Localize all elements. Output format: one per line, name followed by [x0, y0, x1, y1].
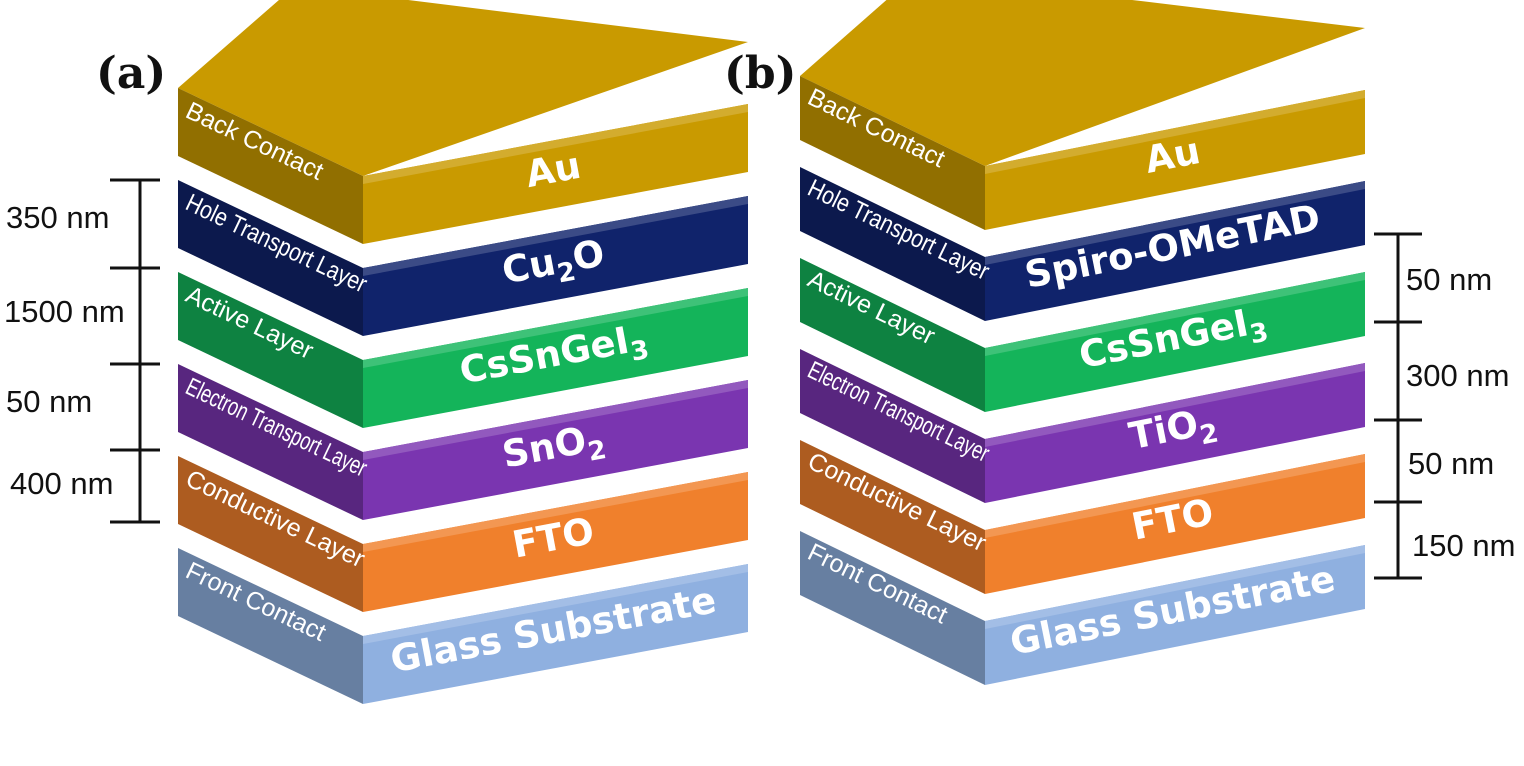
panel-b-thickness-bracket — [1374, 232, 1422, 580]
layer-edge-highlight — [363, 380, 748, 460]
layer-side-face — [800, 440, 985, 594]
layer-edge-highlight — [363, 472, 748, 552]
panel-b-thickness-3: 50 nm — [1408, 446, 1494, 481]
layer-side-face — [800, 167, 985, 321]
layer-edge-highlight — [985, 454, 1365, 538]
layer-front-face — [985, 545, 1365, 685]
layer-side-face — [178, 548, 363, 704]
panel-a-thickness-2: 1500 nm — [4, 294, 125, 329]
layer-edge-highlight — [985, 90, 1365, 174]
layer-front-face — [363, 380, 748, 520]
layer-edge-highlight — [985, 272, 1365, 356]
layer-edge-highlight — [985, 363, 1365, 447]
layer-front-face — [985, 454, 1365, 594]
layer-side-face — [178, 180, 363, 336]
layer-edge-highlight — [363, 196, 748, 276]
layer-front-face — [985, 363, 1365, 503]
layer-front-face — [985, 90, 1365, 230]
panel-a-thickness-3: 50 nm — [6, 384, 92, 419]
layer-front-face — [363, 104, 748, 244]
layer-material-label: Au — [1141, 129, 1203, 182]
layer-front-face — [363, 288, 748, 428]
layer-front-face — [985, 272, 1365, 412]
layer-side-face — [800, 531, 985, 685]
layer-material-label: Cu2O — [499, 231, 610, 299]
panel-b-thickness-2: 300 nm — [1406, 358, 1509, 393]
panel-a-label: (a) — [96, 48, 166, 99]
panel-a-thickness-bracket — [110, 178, 160, 524]
layer-edge-highlight — [363, 564, 748, 644]
panel-a-thickness-4: 400 nm — [10, 466, 113, 501]
layer-side-face — [800, 258, 985, 412]
panel-b-thickness-4: 150 nm — [1412, 528, 1515, 563]
layer-edge-highlight — [985, 545, 1365, 629]
panel-a-thickness-1: 350 nm — [6, 200, 109, 235]
layer-edge-highlight — [363, 104, 748, 184]
layer-side-face — [800, 76, 985, 230]
layer-side-face — [178, 88, 363, 244]
layer-front-face — [363, 564, 748, 704]
layer-side-face — [178, 456, 363, 612]
layer-top-face — [178, 0, 748, 176]
layer-front-face — [363, 472, 748, 612]
layer-front-face — [985, 181, 1365, 321]
layer-edge-highlight — [985, 181, 1365, 265]
layer-material-label: Au — [522, 144, 584, 196]
layer-side-face — [800, 349, 985, 503]
layer-front-face — [363, 196, 748, 336]
panel-b-label: (b) — [724, 48, 796, 99]
layer-side-face — [178, 364, 363, 520]
layer-top-face — [800, 0, 1365, 166]
layer-side-face — [178, 272, 363, 428]
layer-edge-highlight — [363, 288, 748, 368]
panel-b-thickness-1: 50 nm — [1406, 262, 1492, 297]
